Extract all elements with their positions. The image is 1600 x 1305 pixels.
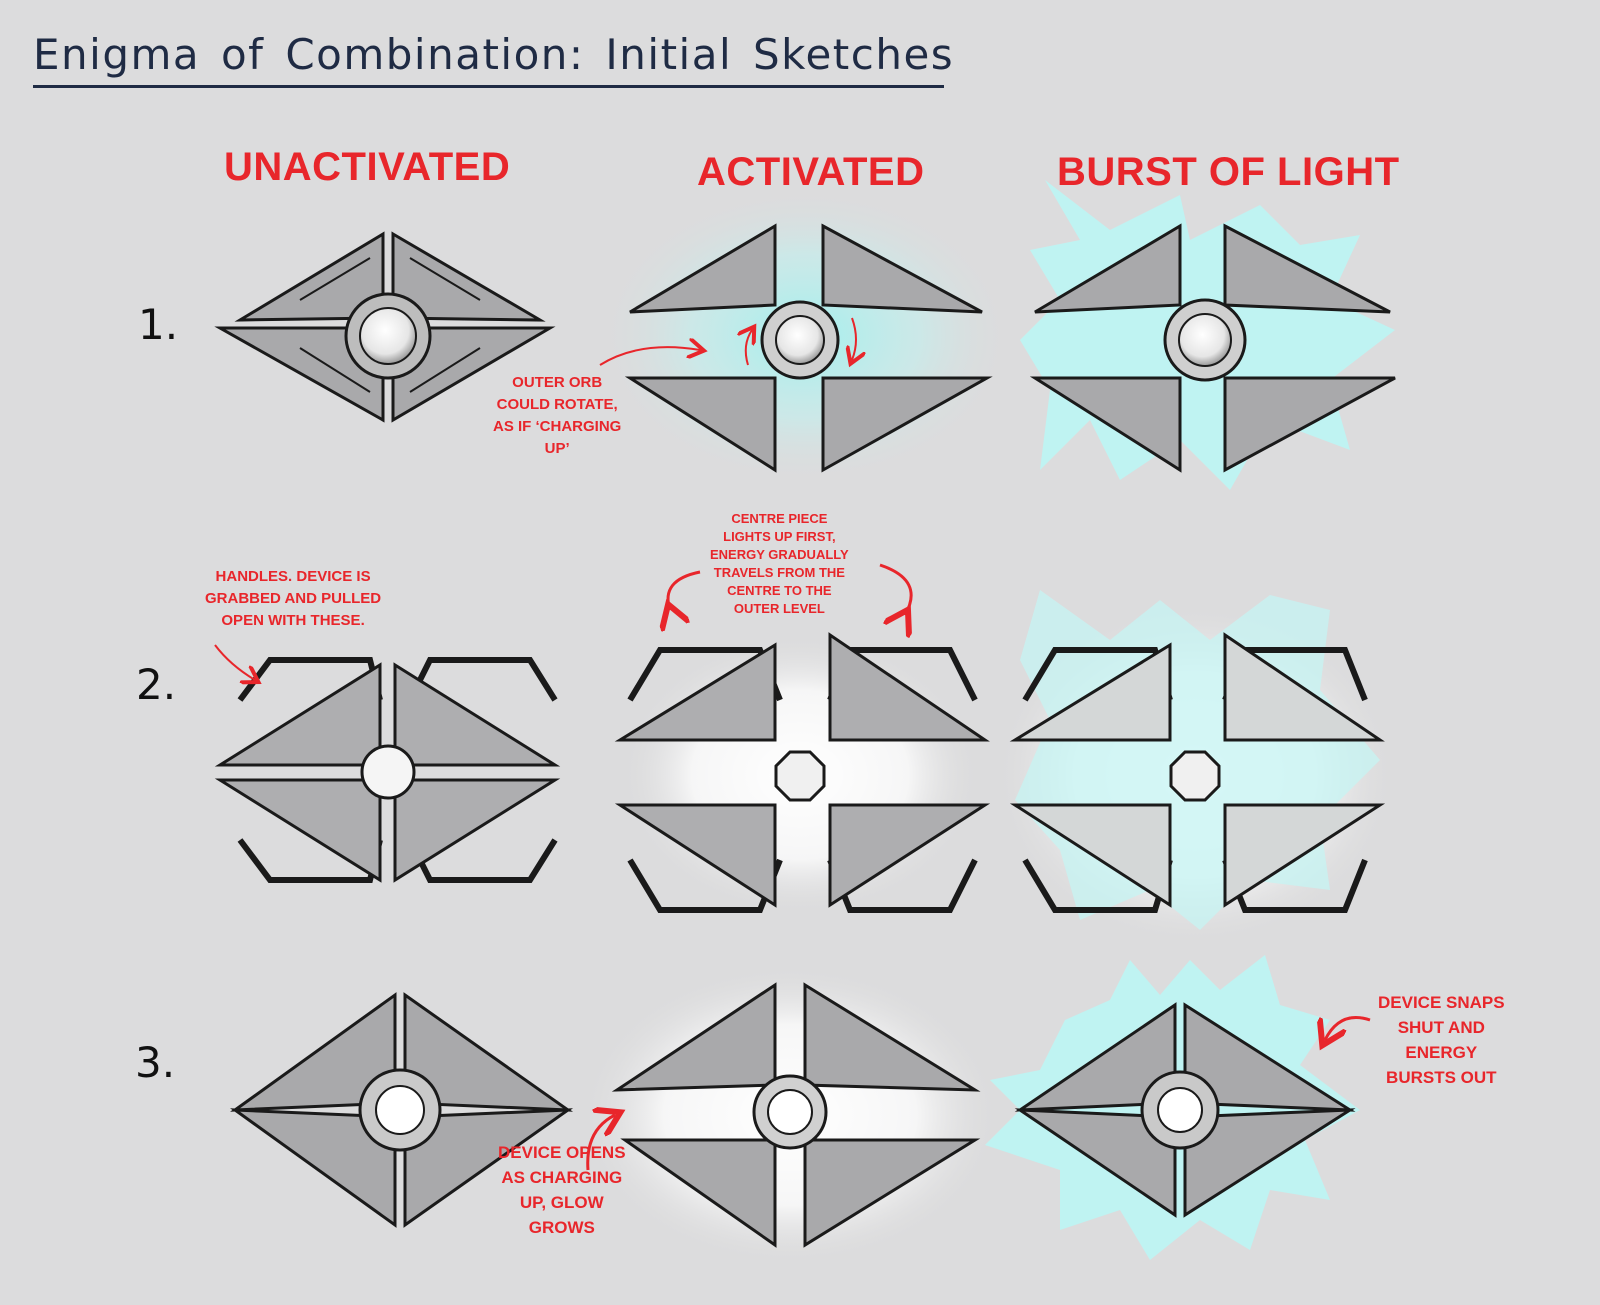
row2-unactivated-device: [214, 657, 561, 883]
annotation-device-snaps: DEVICE SNAPS SHUT AND ENERGY BURSTS OUT: [1378, 993, 1505, 1087]
row-number-1: 1.: [138, 300, 179, 349]
arrow-device-opens: [586, 1115, 615, 1171]
arrow-outer-orb: [599, 347, 700, 366]
row1-burst-device: [1020, 180, 1396, 490]
annotation-centre-piece: CENTRE PIECE LIGHTS UP FIRST, ENERGY GRA…: [710, 511, 849, 616]
annotation-handles: HANDLES. DEVICE IS GRABBED AND PULLED OP…: [205, 568, 382, 629]
row2-activated-device: [614, 563, 991, 915]
column-heading-unactivated: UNACTIVATED: [224, 145, 511, 189]
arrow-device-snaps: [1325, 1016, 1371, 1041]
row1-activated-device: [595, 186, 1015, 486]
page-title: Enigma of Combination: Initial Sketches: [33, 30, 955, 79]
annotation-outer-orb: OUTER ORB COULD ROTATE, AS IF ‘CHARGING …: [493, 374, 622, 457]
row3-unactivated-device: [230, 992, 574, 1228]
annotation-device-opens: DEVICE OPENS AS CHARGING UP, GLOW GROWS: [498, 1143, 626, 1237]
row-number-3: 3.: [135, 1038, 176, 1087]
column-heading-burst-of-light: BURST OF LIGHT: [1057, 150, 1400, 194]
row1-unactivated-device: [214, 231, 556, 423]
row3-activated-device: [580, 965, 1000, 1265]
row-number-2: 2.: [136, 660, 177, 709]
row2-burst-device: [995, 590, 1395, 945]
arrow-handles: [214, 644, 255, 680]
title-underline: [33, 85, 944, 88]
row3-burst-device: [985, 955, 1360, 1260]
